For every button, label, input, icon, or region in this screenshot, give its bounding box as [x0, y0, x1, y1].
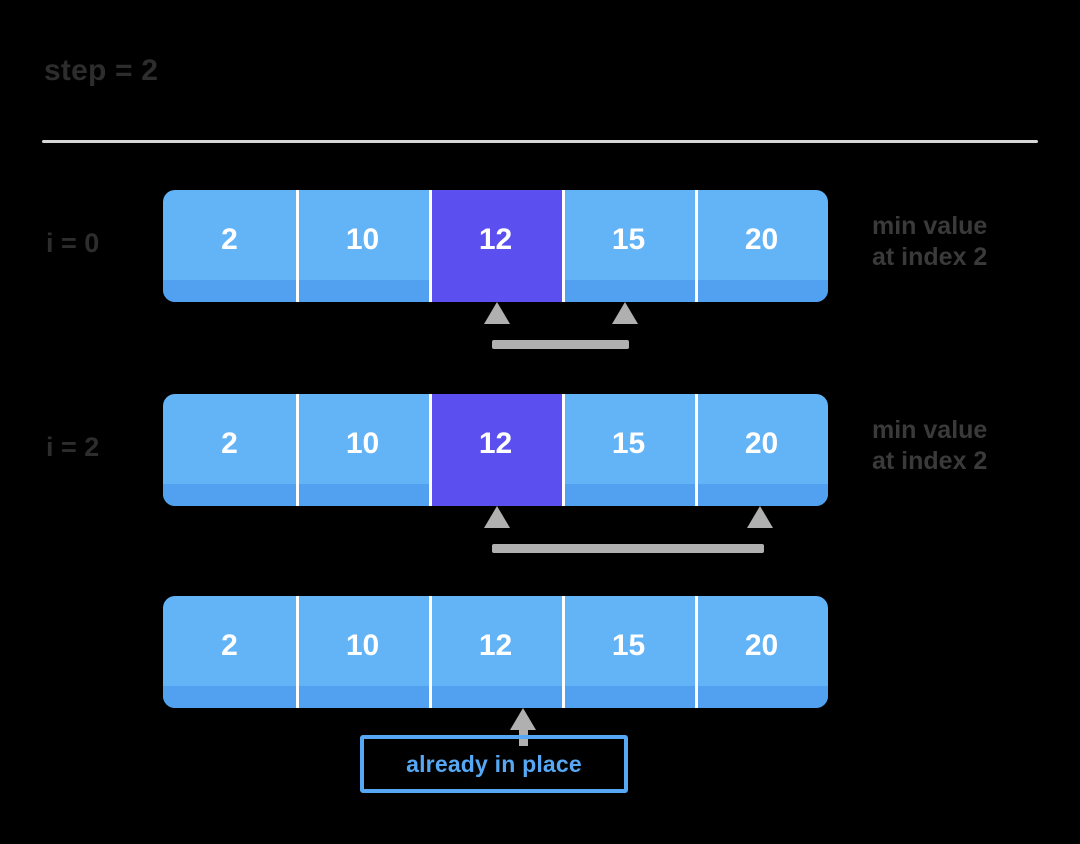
array-cell[interactable]: 2 [221, 223, 238, 256]
arrow-up-icon [483, 506, 510, 528]
array-cell-highlighted[interactable]: 12 [429, 394, 562, 506]
array-cell[interactable]: 10 [296, 190, 429, 302]
array-row-1: 2 10 12 15 20 [163, 394, 828, 506]
array-cell[interactable]: 2 [221, 427, 238, 460]
header-divider [42, 140, 1038, 143]
array-row-2: 2 10 12 15 20 [163, 596, 828, 708]
step-label: step = 2 [44, 54, 159, 87]
array-container-1: 2 10 12 15 20 [163, 394, 828, 506]
arrow-up-icon [483, 302, 510, 324]
array-cell[interactable]: 15 [562, 394, 695, 506]
connector-stem [492, 340, 629, 349]
connector-stem [492, 544, 764, 553]
row-note-1: min value at index 2 [872, 416, 988, 475]
array-container-2: 2 10 12 15 20 [163, 596, 828, 708]
arrow-up-icon [746, 506, 773, 528]
swap-connector-1 [483, 506, 773, 553]
array-cell[interactable]: 2 [221, 629, 238, 662]
array-row-0: 2 10 12 15 20 [163, 190, 828, 302]
array-cell[interactable]: 15 [562, 190, 695, 302]
array-cell[interactable]: 20 [695, 596, 828, 708]
arrow-up-icon [510, 708, 536, 730]
array-container-0: 2 10 12 15 20 [163, 190, 828, 302]
swap-connector-0 [483, 302, 638, 349]
callout-label: already in place [406, 750, 582, 777]
row-index-label-1: i = 2 [46, 432, 100, 462]
row-note-0: min value at index 2 [872, 212, 988, 271]
already-in-place-callout: already in place [360, 735, 628, 793]
row-index-label-0: i = 0 [46, 228, 100, 258]
array-cell[interactable]: 15 [562, 596, 695, 708]
array-cell[interactable]: 10 [296, 596, 429, 708]
array-cell-highlighted[interactable]: 12 [429, 190, 562, 302]
array-cell[interactable]: 12 [429, 596, 562, 708]
arrow-up-icon [611, 302, 638, 324]
array-cell[interactable]: 20 [695, 190, 828, 302]
array-cell[interactable]: 20 [695, 394, 828, 506]
array-cell[interactable]: 10 [296, 394, 429, 506]
